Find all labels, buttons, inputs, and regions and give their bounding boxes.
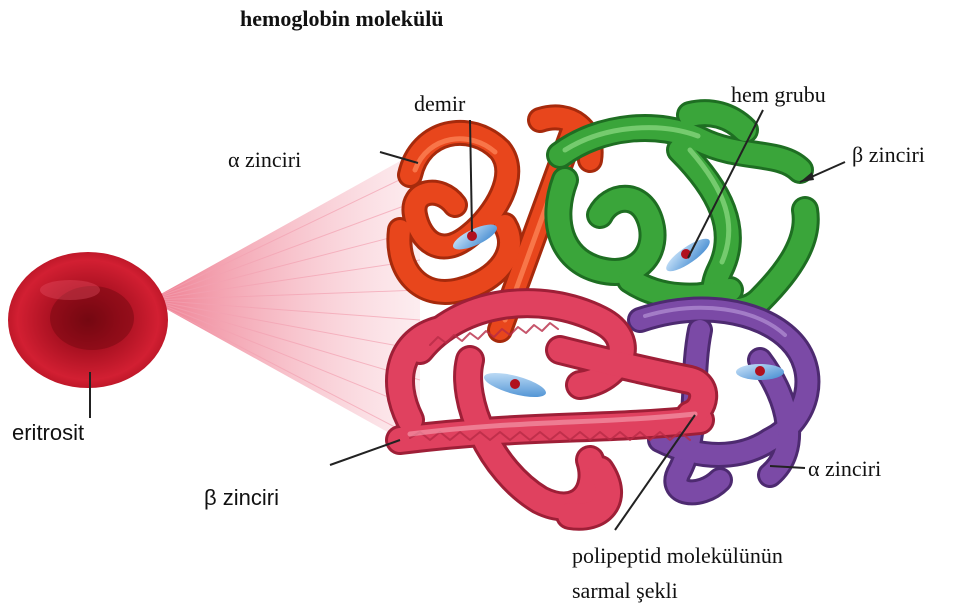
heme-group-beta-bottom [482, 368, 548, 402]
alpha-chain-bottom-subunit [640, 308, 807, 493]
label-polypeptide-line1: polipeptid molekülünün [572, 545, 783, 567]
leader-line-beta-bottom [330, 440, 400, 465]
beta-chain-top-subunit [558, 113, 805, 310]
diagram-title: hemoglobin molekülü [240, 8, 444, 30]
magnification-cone [150, 150, 420, 450]
label-alpha-chain-bottom: α zinciri [808, 458, 881, 480]
label-beta-chain-bottom: β zinciri [204, 487, 279, 509]
label-alpha-chain-top: α zinciri [228, 149, 301, 171]
label-beta-chain-top: β zinciri [852, 144, 925, 166]
label-iron: demir [414, 93, 465, 115]
erythrocyte-cell [8, 252, 168, 388]
beta-chain-bottom-subunit [400, 303, 703, 516]
heme-group-alpha-bottom [736, 364, 784, 380]
label-polypeptide-line2: sarmal şekli [572, 580, 678, 602]
label-heme-group: hem grubu [731, 84, 826, 106]
label-erythrocyte: eritrosit [12, 422, 84, 444]
